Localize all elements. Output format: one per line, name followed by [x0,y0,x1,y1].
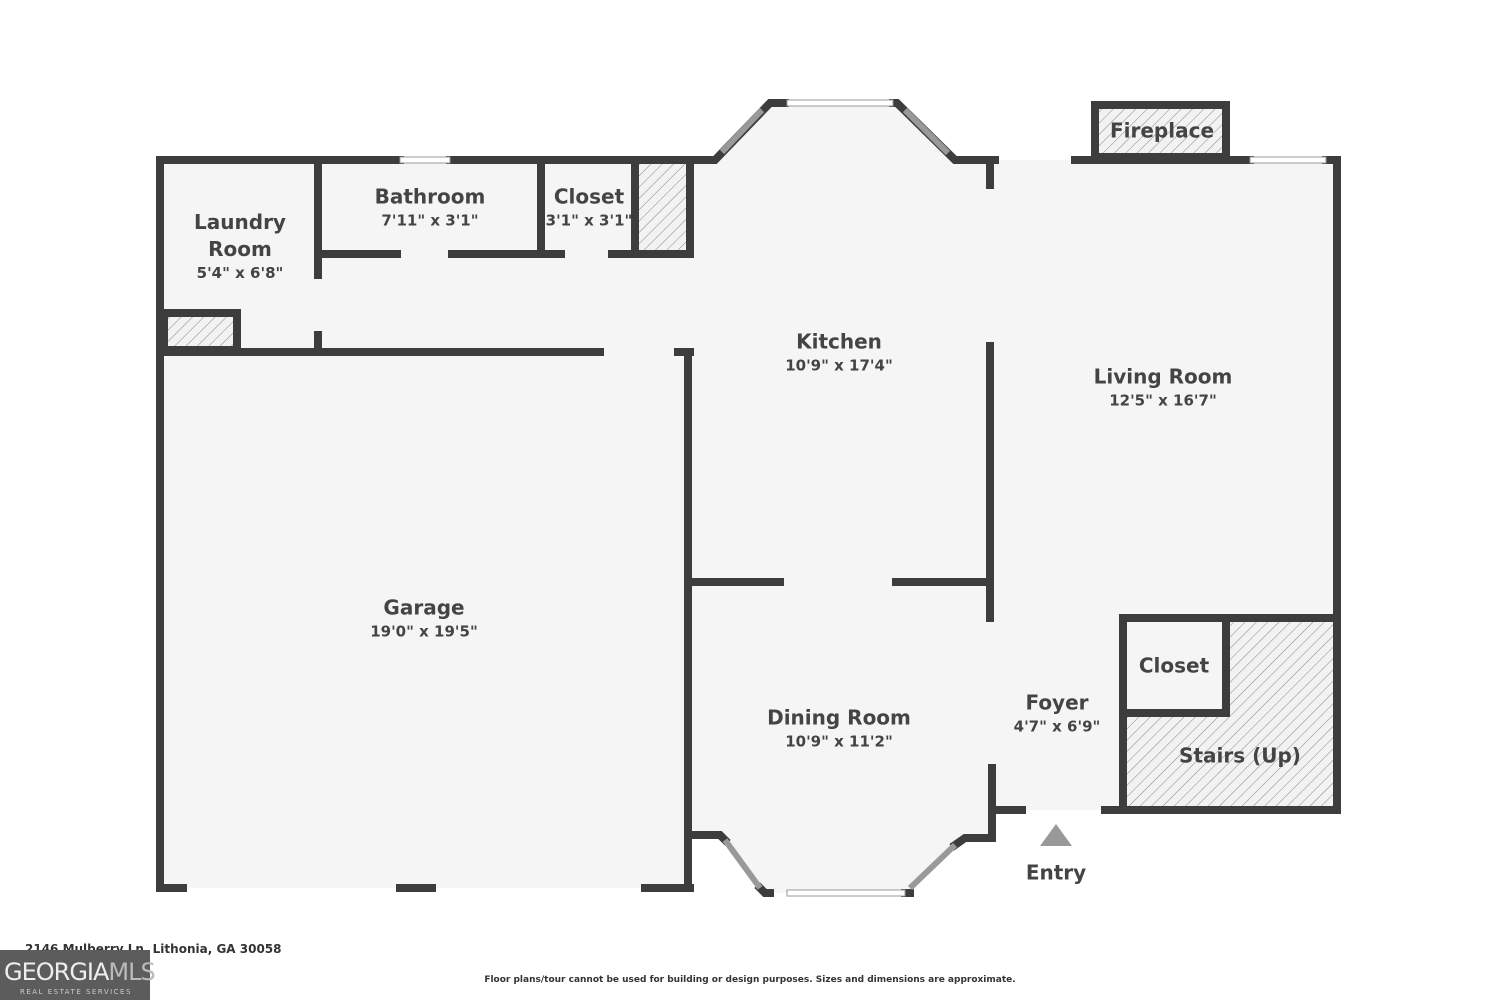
chase-hatch [639,164,686,252]
room-name: Room [208,237,272,261]
laundry-hatch [164,315,236,350]
room-kitchen: Kitchen 10'9" x 17'4" [785,329,893,376]
entry-label: Entry [1026,860,1086,887]
room-name: Dining Room [767,705,911,730]
logo-text: GEORGIA [4,958,109,986]
windows [399,99,1327,897]
disclaimer: Floor plans/tour cannot be used for buil… [484,975,1016,985]
room-name: Kitchen [796,329,882,354]
room-name: Closet [553,184,625,209]
room-dims: 19'0" x 19'5" [370,622,478,641]
room-dims: 3'1" x 3'1" [545,211,633,230]
room-dims: 5'4" x 6'8" [196,264,284,282]
room-name: Entry [1025,860,1087,885]
georgia-mls-logo: GEORGIAMLS REAL ESTATE SERVICES [0,950,156,1000]
room-dims: 7'11" x 3'1" [381,211,479,230]
floor-area [160,103,1337,893]
room-dims: 4'7" x 6'9" [1013,717,1101,736]
entry-arrow-icon [1040,824,1072,846]
room-dims: 10'9" x 17'4" [785,356,893,375]
logo-subtext: REAL ESTATE SERVICES [20,988,132,996]
room-name: Garage [383,595,465,620]
room-closet-top: Closet 3'1" x 3'1" [546,184,633,231]
room-dims: 12'5" x 16'7" [1109,391,1217,410]
room-bathroom: Bathroom 7'11" x 3'1" [375,184,486,231]
room-laundry: Laundry Room 5'4" x 6'8" [194,209,286,283]
room-fireplace: Fireplace [1110,118,1214,145]
room-name: Fireplace [1109,118,1215,143]
room-name: Closet [1138,653,1210,678]
logo-text: MLS [108,958,155,986]
room-stairs: Stairs (Up) [1179,743,1301,770]
room-name: Stairs (Up) [1179,743,1301,768]
room-dims: 10'9" x 11'2" [785,732,893,751]
room-foyer: Foyer 4'7" x 6'9" [1014,690,1101,737]
room-name: Foyer [1025,690,1089,715]
room-garage: Garage 19'0" x 19'5" [370,595,478,642]
room-name: Living Room [1093,364,1233,389]
room-name: Laundry [194,210,286,234]
foyer-closet-floor [1125,620,1226,711]
room-dining: Dining Room 10'9" x 11'2" [767,705,911,752]
walls [156,99,1341,897]
room-closet-foyer: Closet [1139,653,1209,680]
room-name: Bathroom [374,184,486,209]
fireplace-hatch [1097,107,1224,157]
room-living: Living Room 12'5" x 16'7" [1094,364,1233,411]
